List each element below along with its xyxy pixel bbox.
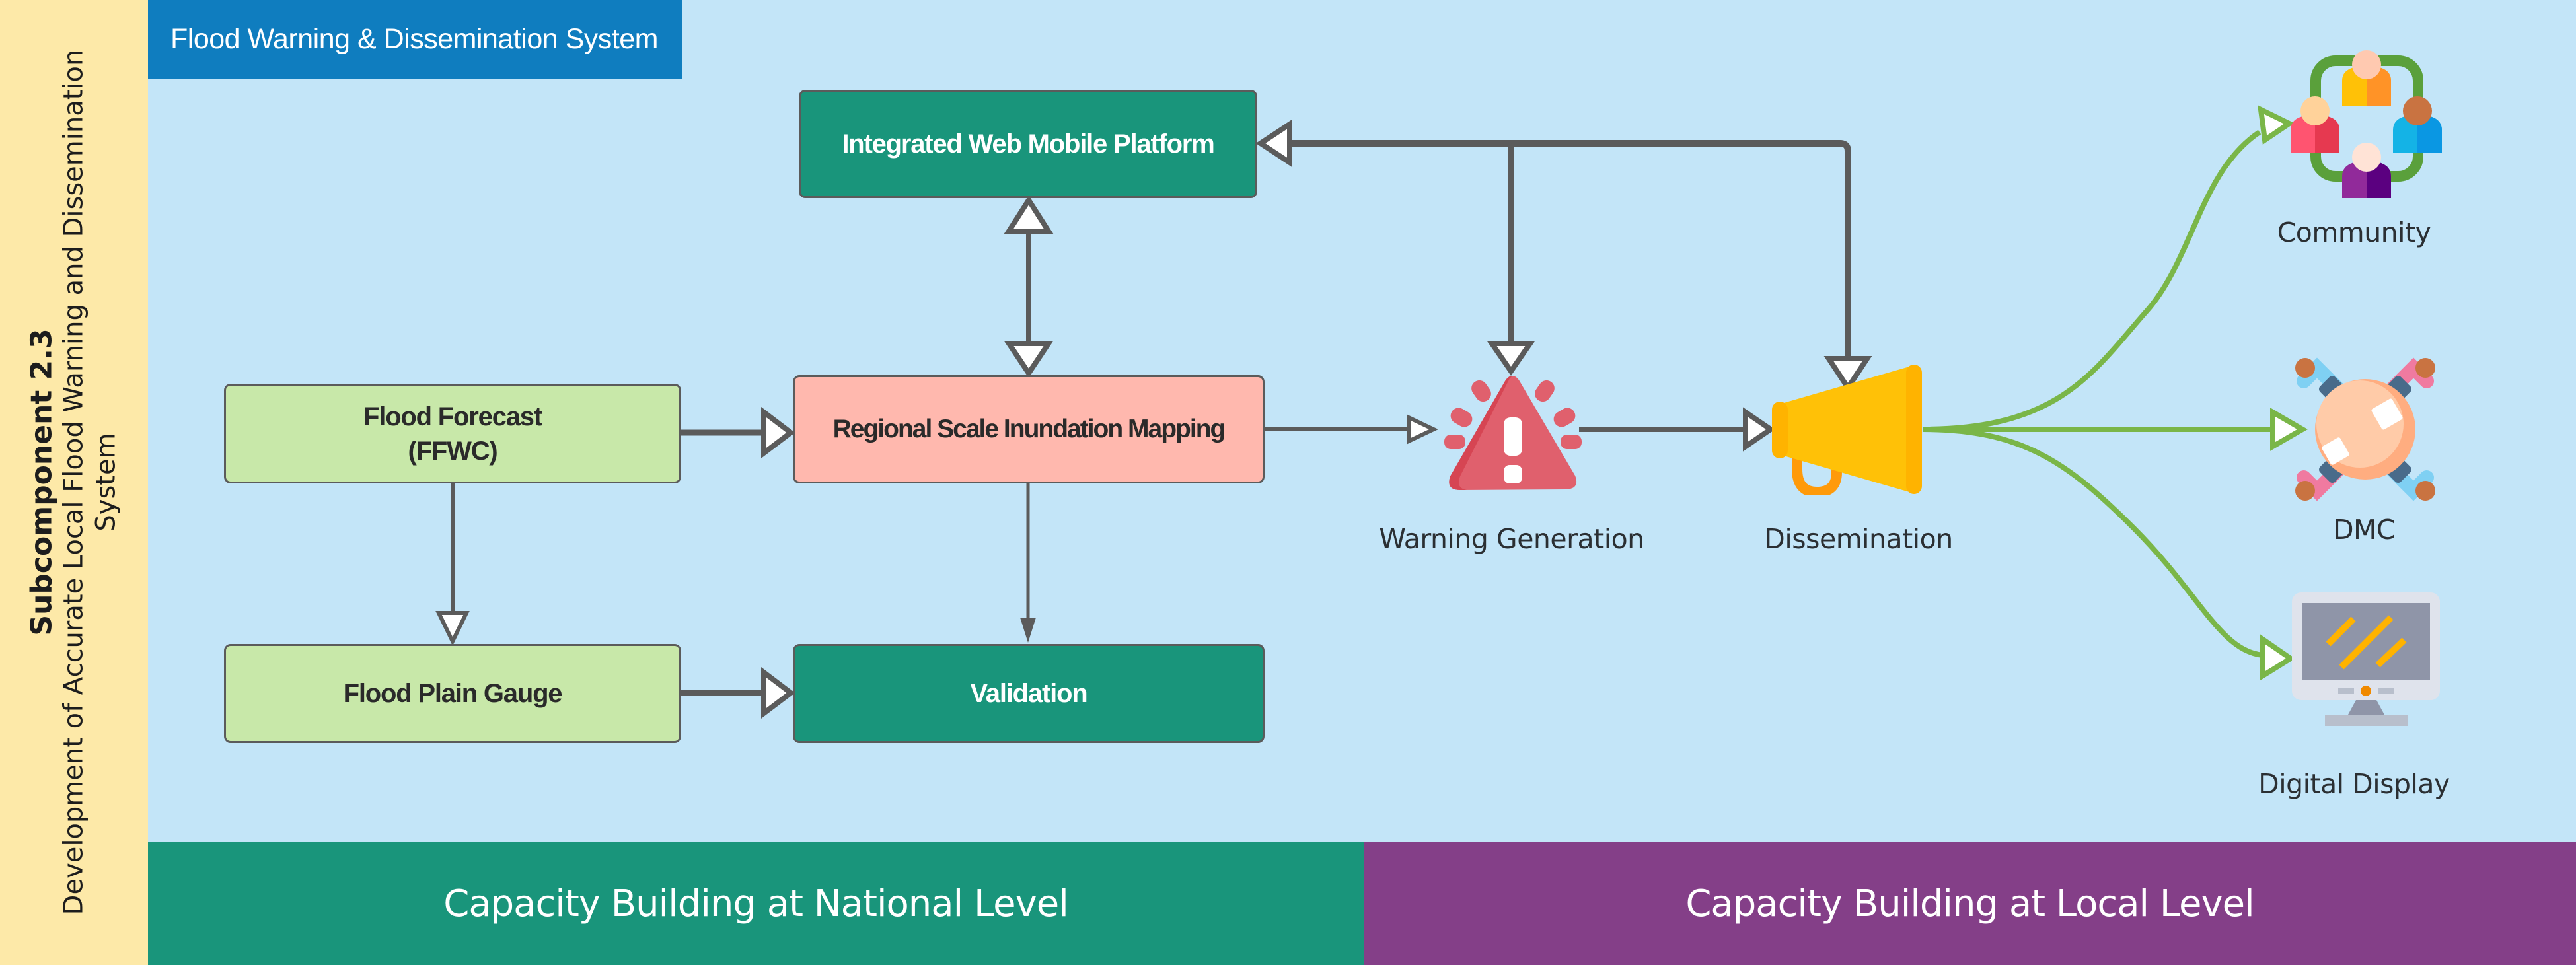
subcomponent-heading: Subcomponent 2.3 [24, 328, 59, 636]
arrowhead-fpg-validation [761, 666, 795, 719]
subcomponent-sidebar: Subcomponent 2.3 Development of Accurate… [0, 0, 148, 965]
community-label: Community [2277, 217, 2431, 248]
arrowhead-dmc [2270, 408, 2308, 451]
arrowhead-dissem-top [1823, 356, 1872, 393]
capacity-building-national-text: Capacity Building at National Level [443, 882, 1069, 925]
meeting-table-icon[interactable] [2291, 355, 2440, 504]
arrowhead-warning-top [1487, 341, 1535, 376]
arrowhead-iwm-right [1255, 119, 1292, 168]
subcomponent-text: Subcomponent 2.3 Development of Accurate… [24, 20, 123, 945]
megaphone-icon[interactable] [1771, 363, 1926, 495]
dmc-label: DMC [2332, 514, 2396, 546]
arrowhead-rsim-warning [1407, 414, 1439, 445]
node-label: Flood Plain Gauge [343, 679, 563, 708]
node-label: Flood Forecast (FFWC) [363, 400, 542, 468]
node-label: Regional Scale Inundation Mapping [832, 415, 1226, 443]
arrowhead-rsim-validation [1020, 618, 1036, 643]
arrowhead-digital [2260, 634, 2296, 681]
community-group-icon[interactable] [2291, 48, 2443, 199]
node-regional-scale-inundation-mapping[interactable]: Regional Scale Inundation Mapping [793, 375, 1265, 483]
dissemination-label: Dissemination [1764, 523, 1953, 555]
node-label-line2: (FFWC) [408, 436, 498, 466]
node-label: Integrated Web Mobile Platform [842, 129, 1215, 159]
edge-dissem-digital [1922, 427, 2263, 658]
arrowhead-ff-rsim [761, 406, 795, 459]
arrowhead-ff-fpg [435, 611, 470, 646]
node-integrated-web-mobile-platform[interactable]: Integrated Web Mobile Platform [799, 90, 1257, 198]
node-label-line1: Flood Forecast [363, 402, 542, 431]
node-validation[interactable]: Validation [793, 644, 1265, 743]
digital-display-label: Digital Display [2258, 768, 2450, 800]
diagram-title: Flood Warning & Dissemination System [170, 23, 658, 55]
monitor-icon[interactable] [2292, 592, 2441, 728]
node-label: Validation [970, 679, 1088, 708]
warning-generation-label: Warning Generation [1379, 523, 1644, 555]
capacity-building-local-bar: Capacity Building at Local Level [1364, 842, 2576, 965]
arrowhead-iwm-top [1004, 195, 1054, 234]
arrowhead-warning-dissem [1743, 407, 1776, 452]
edge-bus-to-iwm [1288, 140, 1851, 358]
node-flood-forecast[interactable]: Flood Forecast (FFWC) [224, 384, 681, 483]
warning-triangle-icon[interactable] [1434, 367, 1592, 499]
arrowhead-community [2258, 105, 2295, 145]
diagram-title-banner: Flood Warning & Dissemination System [148, 0, 682, 79]
edge-dissem-community [1922, 129, 2262, 432]
subcomponent-description-cont: System [91, 433, 122, 532]
capacity-building-national-bar: Capacity Building at National Level [148, 842, 1364, 965]
capacity-building-local-text: Capacity Building at Local Level [1685, 882, 2254, 925]
arrowhead-rsim-top [1004, 341, 1054, 378]
node-flood-plain-gauge[interactable]: Flood Plain Gauge [224, 644, 681, 743]
subcomponent-description: Development of Accurate Local Flood Warn… [58, 49, 89, 915]
